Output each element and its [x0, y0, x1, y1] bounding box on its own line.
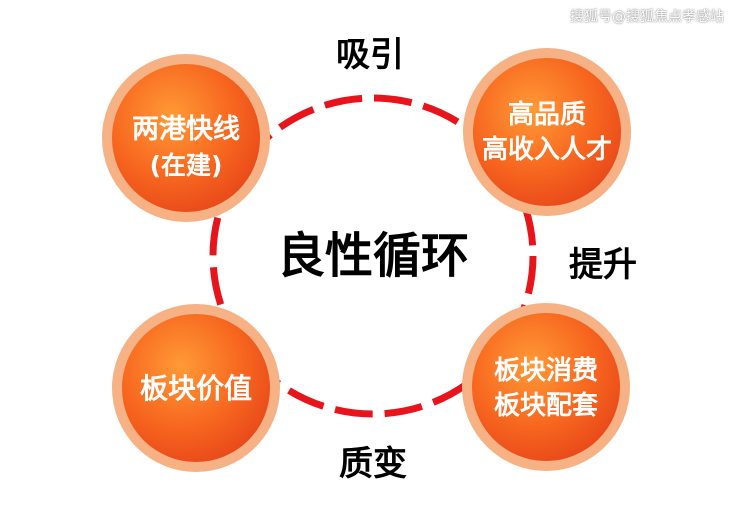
node-bottom-left: 板块价值 [112, 304, 280, 472]
center-label: 良性循环 [277, 228, 469, 284]
node-top-right-line-2: 高收入人才 [482, 134, 612, 165]
node-bottom-right-line-1: 板块消费 [494, 356, 598, 386]
watermark-text: 搜狐号@搜狐焦点孝感站 [570, 9, 724, 25]
node-bottom-right: 板块消费 板块配套 [462, 303, 630, 471]
edge-label-right: 提升 [569, 245, 637, 285]
node-bottom-left-line-1: 板块价值 [140, 372, 252, 405]
edge-label-top: 吸引 [336, 35, 404, 75]
node-top-left-line-1: 两港快线 [132, 114, 240, 145]
node-top-left: 两港快线 (在建) [102, 54, 270, 222]
node-bottom-right-line-2: 板块配套 [494, 391, 599, 421]
cycle-ring [209, 94, 537, 418]
node-top-left-line-2: (在建) [150, 151, 223, 180]
node-top-right-line-1: 高品质 [508, 99, 586, 130]
node-top-right: 高品质 高收入人才 [463, 48, 631, 216]
edge-label-bottom: 质变 [339, 444, 407, 484]
